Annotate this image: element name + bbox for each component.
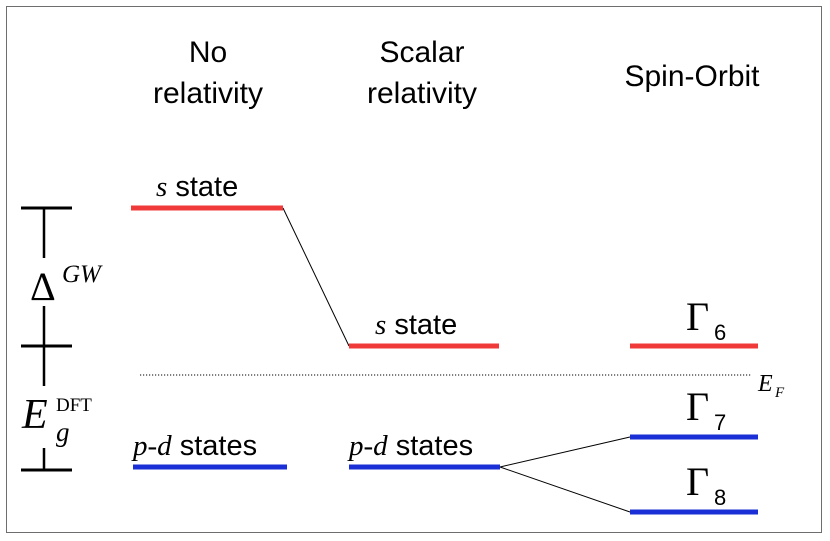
s-state-connector xyxy=(282,207,350,347)
gap-e-subscript: g xyxy=(56,417,70,447)
gamma7-symbol: Γ xyxy=(686,384,709,429)
gamma8-subscript: 8 xyxy=(714,485,726,510)
pd-states-label-no-relativity: p-d states xyxy=(131,430,257,462)
gamma6-symbol: Γ xyxy=(686,294,709,339)
header-no-relativity-line2: relativity xyxy=(153,77,263,110)
s-state-label-scalar-relativity: s state xyxy=(375,309,457,341)
fermi-level-label: E xyxy=(757,371,773,397)
gamma8-connector xyxy=(499,466,631,513)
gamma7-connector xyxy=(499,436,631,468)
gamma6-subscript: 6 xyxy=(714,320,726,345)
gamma8-symbol: Γ xyxy=(686,459,709,504)
gap-e-superscript: DFT xyxy=(56,395,92,416)
delta-symbol: Δ xyxy=(30,264,56,309)
delta-label-background xyxy=(28,258,112,306)
fermi-level-subscript: F xyxy=(774,385,785,401)
delta-superscript: GW xyxy=(62,261,103,288)
header-scalar-relativity-line2: relativity xyxy=(367,77,477,110)
header-no-relativity-line1: No xyxy=(189,36,227,69)
pd-states-label-scalar-relativity: p-d states xyxy=(347,430,473,462)
s-state-label-no-relativity: s state xyxy=(156,171,238,203)
gamma7-subscript: 7 xyxy=(714,410,726,435)
gap-e-symbol: E xyxy=(21,392,48,438)
figure-frame xyxy=(6,6,822,533)
header-scalar-relativity-line1: Scalar xyxy=(379,36,464,69)
gap-label-background xyxy=(16,386,108,448)
header-spin-orbit: Spin-Orbit xyxy=(624,60,760,93)
